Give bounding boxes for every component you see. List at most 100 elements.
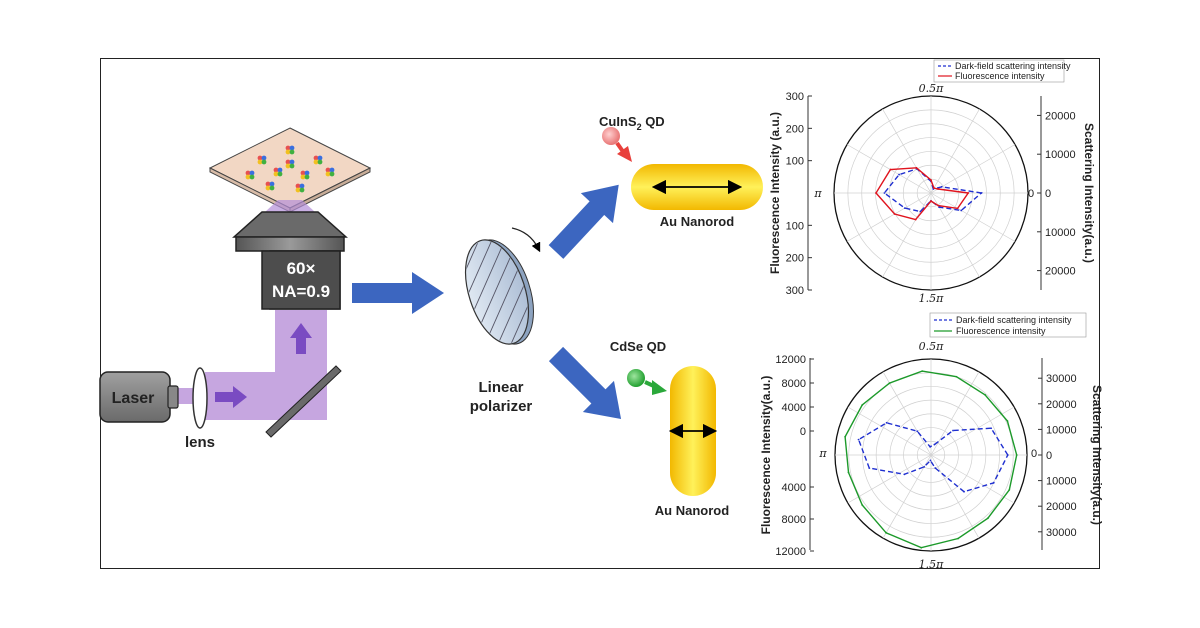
left-axis-tick-label: 200 — [786, 123, 804, 135]
polar-grid-spoke — [930, 454, 1015, 504]
chart2-angle-right: 0 — [1031, 448, 1037, 460]
sample-quantum-dot — [313, 155, 319, 161]
polar-grid-spoke — [930, 454, 980, 539]
mirror — [265, 365, 342, 438]
chart1-series — [875, 166, 983, 221]
polarizer-hatch-line — [490, 233, 540, 351]
series-point — [940, 185, 943, 188]
chart1-angle-bottom: 1.5π — [919, 292, 944, 305]
series-point — [903, 207, 906, 210]
series-point — [990, 427, 993, 430]
qd1-arrow — [615, 141, 632, 162]
left-axis-tick-label: 200 — [786, 253, 804, 265]
sample-quantum-dot — [299, 187, 305, 193]
cdse-quantum-dot — [627, 369, 645, 387]
chart2-angle-top: 0.5π — [919, 340, 944, 353]
series-point — [914, 218, 917, 221]
sample-quantum-dot — [289, 149, 295, 155]
right-axis-tick-label: 20000 — [1045, 266, 1076, 278]
series-point — [933, 443, 936, 446]
sample-quantum-dot — [261, 159, 267, 165]
series-point — [992, 481, 995, 484]
polarizer-hatch-line — [454, 233, 500, 351]
series-point — [937, 204, 940, 207]
polar-grid-spoke — [846, 192, 932, 242]
series-point — [923, 465, 926, 468]
series-point — [933, 187, 935, 189]
qd1-label: CuInS2 QD — [599, 114, 665, 132]
sample-quantum-dot — [295, 183, 301, 189]
polar-grid-spoke — [882, 192, 932, 278]
left-axis-tick-label: 12000 — [775, 354, 806, 366]
beam-direction-arrow-up — [290, 323, 312, 354]
sample-quantum-dot — [249, 174, 255, 180]
series-point — [967, 192, 970, 194]
series-point — [903, 473, 906, 476]
sample-quantum-dot — [285, 159, 291, 165]
series-fluorescence-line — [844, 370, 1018, 549]
chart2-right-axis-title: Scattering Intensity(a.u.) — [1090, 385, 1104, 525]
right-axis-tick-label: 10000 — [1046, 476, 1077, 488]
sample-quantum-dot — [257, 155, 263, 161]
series-point — [930, 200, 932, 202]
series-point — [893, 213, 896, 215]
series-point — [956, 207, 959, 210]
left-axis-tick-label: 0 — [800, 426, 806, 438]
sample-quantum-dot — [285, 149, 291, 155]
left-axis-tick-label: 300 — [786, 91, 804, 103]
series-point — [957, 537, 960, 540]
series-point — [955, 375, 958, 378]
series-point — [930, 179, 932, 181]
rotation-arrow — [511, 227, 541, 253]
sample-quantum-dot — [269, 185, 275, 191]
polarizer-label-line1: Linear — [478, 379, 523, 396]
series-point — [844, 435, 847, 438]
polar-grid-spoke — [847, 454, 932, 504]
right-axis-tick-label: 10000 — [1046, 424, 1077, 436]
chart1-legend: Dark-field scattering intensity Fluoresc… — [933, 59, 1071, 83]
series-point — [921, 370, 924, 373]
sample-quantum-dot — [261, 155, 267, 161]
series-point — [883, 192, 886, 194]
sample-quantum-dot — [257, 159, 263, 165]
left-axis-tick-label: 300 — [786, 285, 804, 297]
polar-grid-spoke — [930, 108, 980, 194]
arrow-to-polarizer — [352, 272, 444, 314]
sample-quantum-dot — [325, 171, 331, 177]
sample-quantum-dot — [289, 163, 295, 169]
polar-grid-spoke — [882, 454, 932, 539]
polar-grid-spoke — [882, 108, 932, 194]
series-point — [916, 430, 919, 433]
sample-quantum-dot — [273, 167, 279, 173]
sample-quantum-dot — [329, 167, 335, 173]
chart2-grid — [834, 358, 1028, 552]
chart1-right-axis-title: Scattering Intensity(a.u.) — [1082, 123, 1096, 263]
rod2-label: Au Nanorod — [655, 503, 729, 518]
series-point — [1006, 420, 1009, 422]
sample-quantum-dot — [285, 145, 291, 151]
polar-grid-spoke — [846, 144, 932, 194]
left-axis-tick-label: 4000 — [782, 482, 806, 494]
arrow-up-branch — [548, 184, 619, 259]
series-point — [929, 445, 932, 448]
series-point — [920, 546, 923, 549]
chart1-legend-scattering: Dark-field scattering intensity — [955, 61, 1071, 71]
chart1-legend-fluorescence: Fluorescence intensity — [955, 71, 1045, 81]
rod1-label: Au Nanorod — [660, 214, 734, 229]
series-point — [960, 209, 963, 212]
sample-quantum-dot — [313, 159, 319, 165]
series-point — [861, 504, 864, 506]
chart1-left-axis-title: Fluorescence Intensity (a.u.) — [768, 112, 782, 274]
polar-grid-spoke — [930, 406, 1015, 456]
right-axis-tick-label: 0 — [1046, 450, 1052, 462]
chart1-angle-left: π — [813, 187, 822, 200]
series-point — [963, 490, 965, 493]
laser-source — [99, 371, 179, 423]
sample-quantum-dot — [304, 174, 310, 180]
series-point — [847, 471, 850, 474]
right-axis-tick-label: 20000 — [1046, 501, 1077, 513]
sample-quantum-dot — [249, 170, 255, 176]
